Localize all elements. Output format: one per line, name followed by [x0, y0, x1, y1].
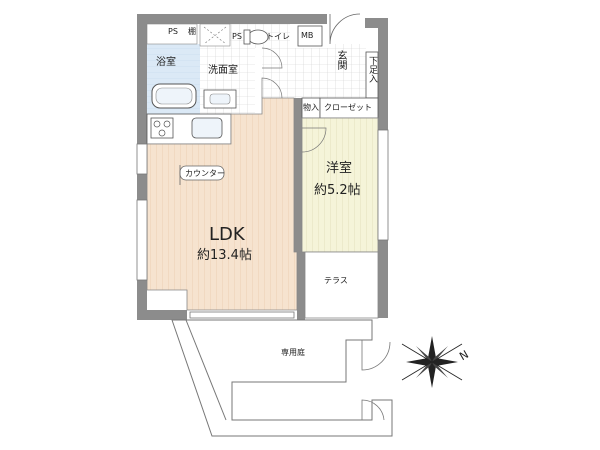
- western-floor: [301, 117, 379, 253]
- kitchen-sink: [191, 117, 223, 139]
- ps-area: [146, 23, 198, 45]
- entrance-floor: [330, 44, 366, 100]
- ldk-size: 約13.4帖: [197, 248, 252, 263]
- shoe-storage-label: 下足入: [367, 56, 377, 83]
- fan-label: 棚: [188, 27, 196, 36]
- garden-gate-lower: [361, 399, 385, 421]
- mb-label: MB: [301, 31, 314, 40]
- compass-rose: [401, 336, 463, 388]
- western-name: 洋室: [326, 161, 353, 176]
- closet-label: クローゼット: [324, 103, 372, 112]
- garden-outline: [171, 319, 393, 437]
- garden-gate-upper: [361, 340, 391, 371]
- ps-label-1: PS: [168, 27, 178, 36]
- hallway-floor: [262, 48, 330, 98]
- terrace-label: テラス: [324, 276, 348, 285]
- western-size: 約5.2帖: [314, 183, 361, 198]
- entrance-door: [329, 13, 361, 45]
- garden-label: 専用庭: [281, 348, 305, 357]
- terrace-floor: [304, 251, 379, 319]
- storage-label: 物入: [303, 103, 319, 112]
- entrance-label: 玄関: [335, 50, 346, 70]
- ldk-name: LDK: [209, 224, 245, 245]
- ldk-floor: [146, 97, 298, 311]
- counter-label: カウンター: [185, 169, 225, 178]
- toilet-label: トイレ: [266, 32, 290, 41]
- bath-label: 浴室: [156, 57, 176, 68]
- mb-box: [297, 25, 323, 47]
- ps-label-2: PS: [232, 32, 242, 41]
- washroom-label: 洗面室: [208, 65, 238, 76]
- stove: [150, 117, 174, 139]
- toilet-bowl: [247, 29, 269, 45]
- window-marks: [136, 129, 389, 319]
